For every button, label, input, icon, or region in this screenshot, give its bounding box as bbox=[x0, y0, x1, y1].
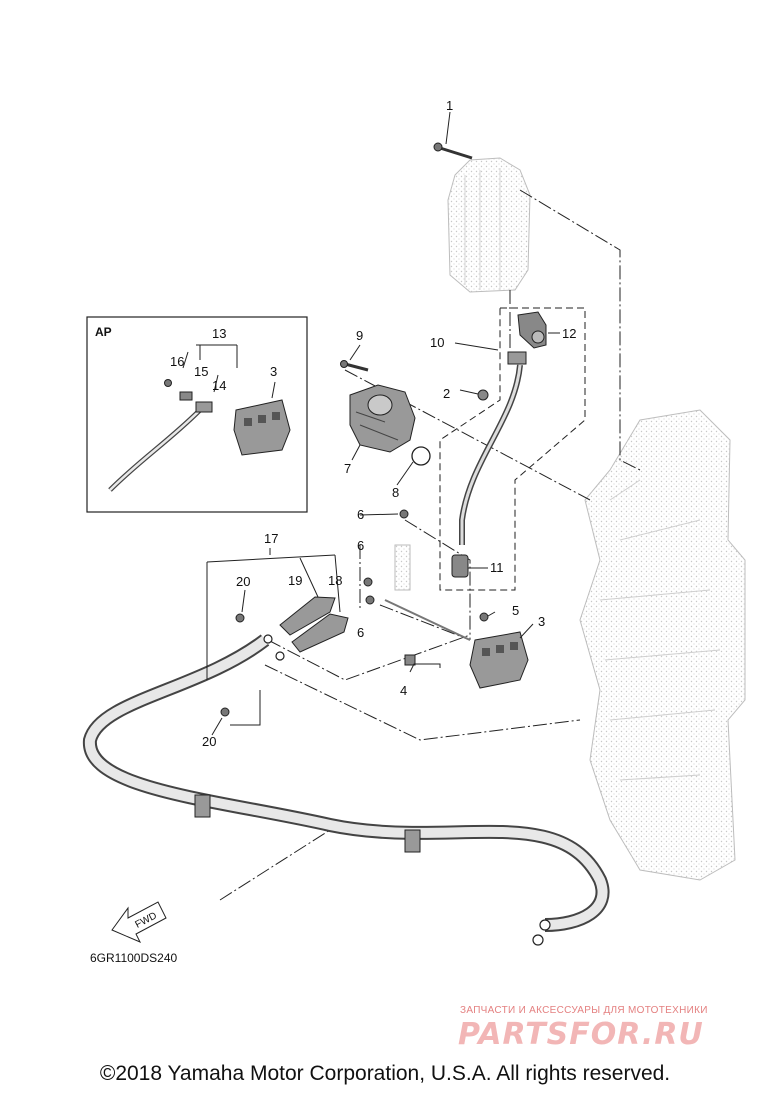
inset-detail-ap bbox=[86, 316, 308, 513]
engine-block-ghost bbox=[579, 409, 746, 881]
callout-10: 10 bbox=[430, 335, 444, 350]
bolt-part-20a bbox=[235, 613, 245, 623]
starter-motor-ghost bbox=[447, 157, 531, 293]
wire-lead-ghost bbox=[384, 544, 471, 641]
leader-1 bbox=[445, 111, 451, 145]
callout-12: 12 bbox=[562, 326, 576, 341]
inset-callout-13: 13 bbox=[212, 326, 226, 341]
exploded-parts-diagram: 1 2 3 4 5 6 6 6 7 8 9 10 11 12 17 18 19 … bbox=[82, 98, 746, 1052]
bolt-part-5 bbox=[479, 612, 489, 622]
part-diagram-code: 6GR1100DS240 bbox=[90, 951, 177, 965]
clip-part-4 bbox=[404, 654, 416, 666]
callout-9: 9 bbox=[356, 328, 363, 343]
copyright-notice: ©2018 Yamaha Motor Corporation, U.S.A. A… bbox=[99, 1062, 671, 1085]
boot-part-11 bbox=[451, 554, 469, 578]
callout-17: 17 bbox=[264, 531, 278, 546]
nut-part-2 bbox=[477, 389, 489, 401]
callout-20b: 20 bbox=[202, 734, 216, 749]
relay-part-7 bbox=[349, 384, 416, 453]
inset-callout-3: 3 bbox=[270, 364, 277, 379]
inset-callout-16: 16 bbox=[170, 354, 184, 369]
forward-direction-arrow bbox=[111, 901, 167, 943]
dashed-assembly-outline bbox=[439, 307, 586, 591]
callout-7: 7 bbox=[344, 461, 351, 476]
bolt-part-9 bbox=[340, 360, 369, 372]
callout-3: 3 bbox=[538, 614, 545, 629]
bolt-part-1 bbox=[433, 142, 473, 160]
battery-cable-part-10 bbox=[459, 351, 527, 545]
callout-4: 4 bbox=[400, 683, 407, 698]
bolt-part-20b bbox=[220, 707, 230, 717]
callout-19: 19 bbox=[288, 573, 302, 588]
cap-part-12 bbox=[517, 311, 547, 349]
callout-bracket-17 bbox=[206, 548, 341, 680]
callout-numbers: 1 2 3 4 5 6 6 6 7 8 9 10 11 12 17 18 19 … bbox=[90, 98, 576, 965]
inset-callout-15: 15 bbox=[194, 364, 208, 379]
callout-6a: 6 bbox=[357, 507, 364, 522]
battery-lead-part-17 bbox=[82, 634, 610, 946]
callout-20a: 20 bbox=[236, 574, 250, 589]
callout-18: 18 bbox=[328, 573, 342, 588]
inset-label: AP bbox=[95, 325, 112, 339]
watermark-tagline: ЗАПЧАСТИ И АКСЕССУАРЫ ДЛЯ МОТОТЕХНИКИ bbox=[460, 1005, 708, 1016]
dash-dot-leaders bbox=[119, 189, 641, 901]
callout-6c: 6 bbox=[357, 625, 364, 640]
bolt-part-6b bbox=[363, 577, 373, 587]
callout-6b: 6 bbox=[357, 538, 364, 553]
cover-part-19 bbox=[279, 596, 336, 636]
terminal-block-part-3 bbox=[469, 631, 529, 689]
callout-11: 11 bbox=[490, 560, 504, 575]
callout-leaders bbox=[211, 332, 560, 736]
bolt-part-6c bbox=[365, 595, 375, 605]
o-ring-part-8 bbox=[411, 446, 431, 466]
callout-1: 1 bbox=[446, 98, 453, 113]
bolt-part-6a bbox=[399, 509, 409, 519]
inset-callout-14: 14 bbox=[212, 378, 226, 393]
callout-5: 5 bbox=[512, 603, 519, 618]
watermark: ЗАПЧАСТИ И АКСЕССУАРЫ ДЛЯ МОТОТЕХНИКИ PA… bbox=[458, 1005, 708, 1052]
watermark-brand: PARTSFOR.RU bbox=[458, 1017, 704, 1052]
cover-part-18 bbox=[291, 613, 349, 653]
callout-2: 2 bbox=[443, 386, 450, 401]
callout-8: 8 bbox=[392, 485, 399, 500]
